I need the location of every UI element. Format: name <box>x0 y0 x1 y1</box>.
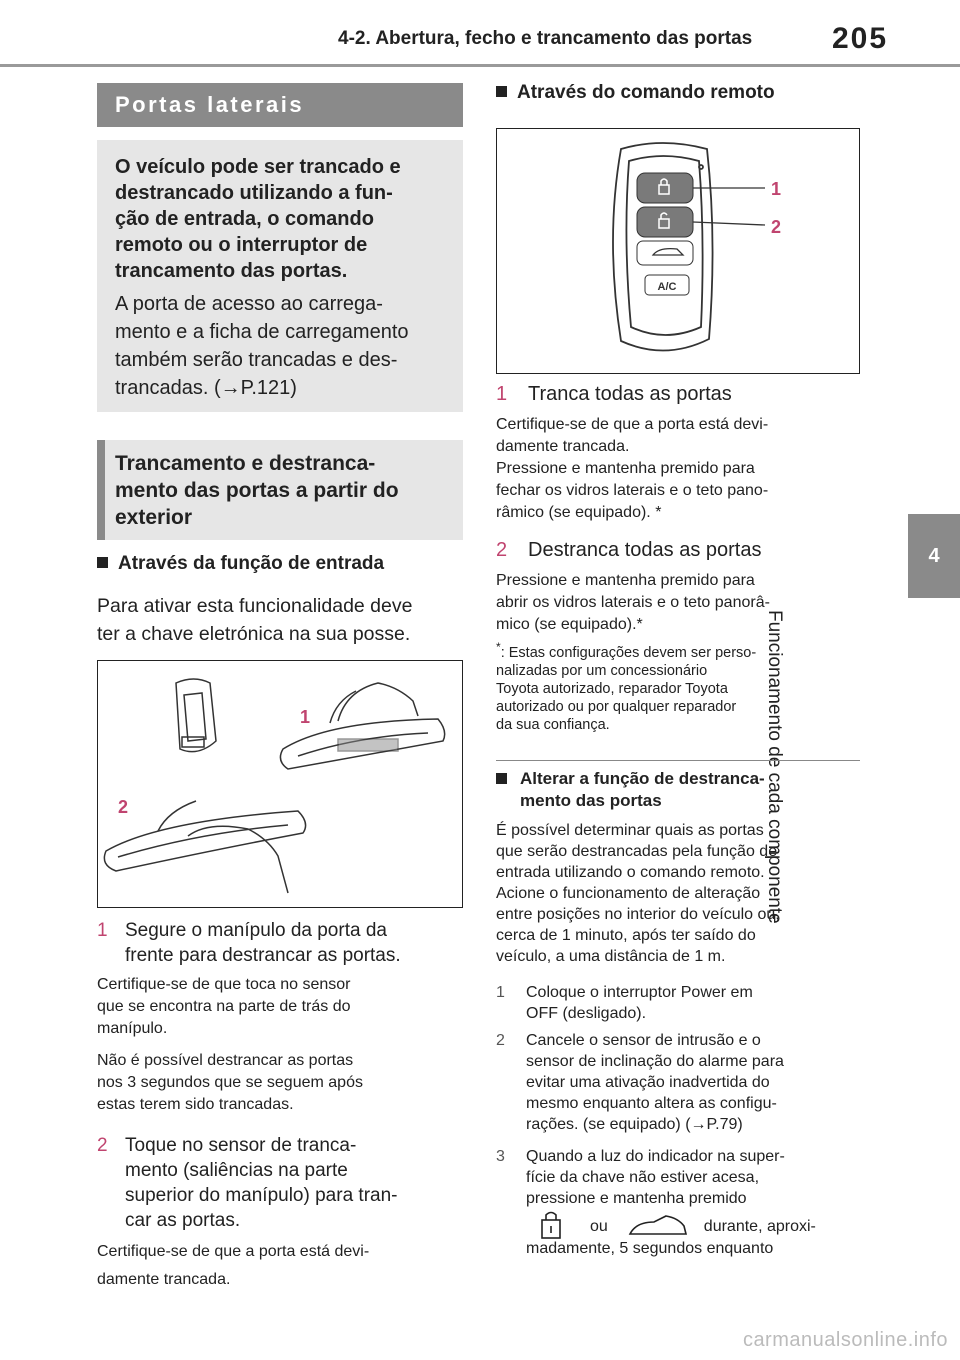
subsection-heading: Trancamento e destranca- mento das porta… <box>115 452 399 529</box>
step-text: Quando a luz do indicador na super- fíci… <box>526 1148 785 1207</box>
step-number: 2 <box>496 1032 505 1049</box>
step-text: Coloque o interruptor Power em OFF (desl… <box>526 984 753 1022</box>
item-number: 1 <box>496 383 508 405</box>
alter-step-1: 1 Coloque o interruptor Power em OFF (de… <box>496 982 866 1024</box>
heading-bar <box>97 440 105 540</box>
item-number: 2 <box>97 1135 108 1156</box>
remote-callout-1: 1 <box>771 179 781 199</box>
running-header: 4-2. Abertura, fecho e trancamento das p… <box>338 28 753 49</box>
smart-key-icon <box>175 678 217 753</box>
remote-callout-2: 2 <box>771 217 781 237</box>
or-text: ou <box>590 1217 608 1235</box>
page-number: 205 <box>832 22 889 55</box>
unlock-button <box>636 206 694 238</box>
item-text: Toque no sensor de tranca- mento (saliên… <box>125 1135 398 1231</box>
alter-heading: Alterar a função de destranca- mento das… <box>496 768 866 812</box>
subsection-heading-box: Trancamento e destranca- mento das porta… <box>97 440 463 540</box>
remote-item-2-note: Pressione e mantenha premido para abrir … <box>496 572 770 633</box>
unlock-icon <box>658 212 670 229</box>
section-divider <box>496 760 860 761</box>
footnote: *: Estas configurações devem ser perso- … <box>496 638 866 734</box>
item-number: 1 <box>97 920 108 941</box>
ac-button-label: A/C <box>658 281 677 293</box>
remote-key-figure: A/C 1 2 <box>496 128 860 374</box>
step-number: 1 <box>496 984 505 1001</box>
step-text: Cancele o sensor de intrusão e o sensor … <box>526 1032 784 1133</box>
entry-intro: Para ativar esta funcionalidade deve ter… <box>97 595 413 645</box>
item-number: 2 <box>496 539 508 561</box>
door-handle-top <box>279 682 446 770</box>
door-handle-illustration: 1 2 <box>103 678 446 894</box>
alter-step-3: 3 Quando a luz do indicador na super- fí… <box>496 1146 866 1209</box>
car-button-icon <box>628 1215 687 1235</box>
lock-button <box>636 172 694 204</box>
entry-item-2-note: Certifique-se de que a porta está devi- … <box>97 1243 370 1288</box>
figure-callout-2: 2 <box>118 797 128 817</box>
square-bullet-icon <box>496 86 507 97</box>
header-rule <box>0 64 960 67</box>
remote-heading-text: Através do comando remoto <box>517 82 775 103</box>
remote-key-illustration: A/C 1 2 <box>612 142 781 352</box>
step-3-tail: durante, aproxi- <box>703 1217 816 1235</box>
lock-button-icon <box>541 1211 561 1239</box>
remote-item-1-note: Certifique-se de que a porta está devi- … <box>496 416 769 521</box>
info-box: O veículo pode ser trancado e destrancad… <box>97 140 463 412</box>
remote-item-2: 2 Destranca todas as portas <box>496 538 761 563</box>
alter-intro: É possível determinar quais as portas qu… <box>496 822 780 965</box>
info-bold-text: O veículo pode ser trancado e destrancad… <box>115 156 401 282</box>
tailgate-button <box>636 240 694 266</box>
entry-function-heading-text: Através da função de entrada <box>118 553 385 574</box>
square-bullet-icon <box>97 557 108 568</box>
entry-function-heading: Através da função de entrada <box>97 553 384 575</box>
item-text: Tranca todas as portas <box>528 383 732 405</box>
alter-step-2: 2 Cancele o sensor de intrusão e o senso… <box>496 1030 866 1135</box>
car-icon <box>651 247 685 256</box>
item-text: Destranca todas as portas <box>528 539 762 561</box>
entry-item-1-note-1: Certifique-se de que toca no sensor que … <box>97 976 351 1037</box>
entry-item-1-note-2: Não é possível destrancar as portas nos … <box>97 1052 363 1113</box>
footnote-mark: * <box>496 640 501 654</box>
chapter-caption: Funcionamento de cada componente <box>764 610 960 990</box>
square-bullet-icon <box>496 773 507 784</box>
figure-callout-1: 1 <box>300 707 310 727</box>
entry-item-2: 2 Toque no sensor de tranca- mento (sali… <box>97 1133 467 1233</box>
remote-heading: Através do comando remoto <box>496 82 775 104</box>
key-fob-icon <box>612 142 714 352</box>
remote-item-1: 1 Tranca todas as portas <box>496 382 732 407</box>
step-3-last-line: madamente, 5 segundos enquanto <box>526 1240 774 1257</box>
step-number: 3 <box>496 1148 505 1165</box>
section-title-bar: Portas laterais <box>97 83 463 127</box>
step-3-icons-line: ou durante, aproxi- <box>526 1210 866 1242</box>
watermark: carmanualsonline.info <box>742 1329 948 1351</box>
info-normal-text: A porta de acesso ao carrega- mento e a … <box>115 293 409 399</box>
door-handle-bottom <box>103 800 307 894</box>
chapter-tab: 4 <box>908 514 960 598</box>
item-text: Segure o manípulo da porta da frente par… <box>125 920 401 966</box>
footnote-text: : Estas configurações devem ser perso- n… <box>496 644 757 733</box>
entry-item-1: 1 Segure o manípulo da porta da frente p… <box>97 918 467 968</box>
lock-icon <box>658 178 670 195</box>
alter-heading-text: Alterar a função de destranca- mento das… <box>520 769 765 810</box>
door-handle-figure: 1 2 <box>97 660 463 908</box>
ac-button <box>644 274 690 296</box>
